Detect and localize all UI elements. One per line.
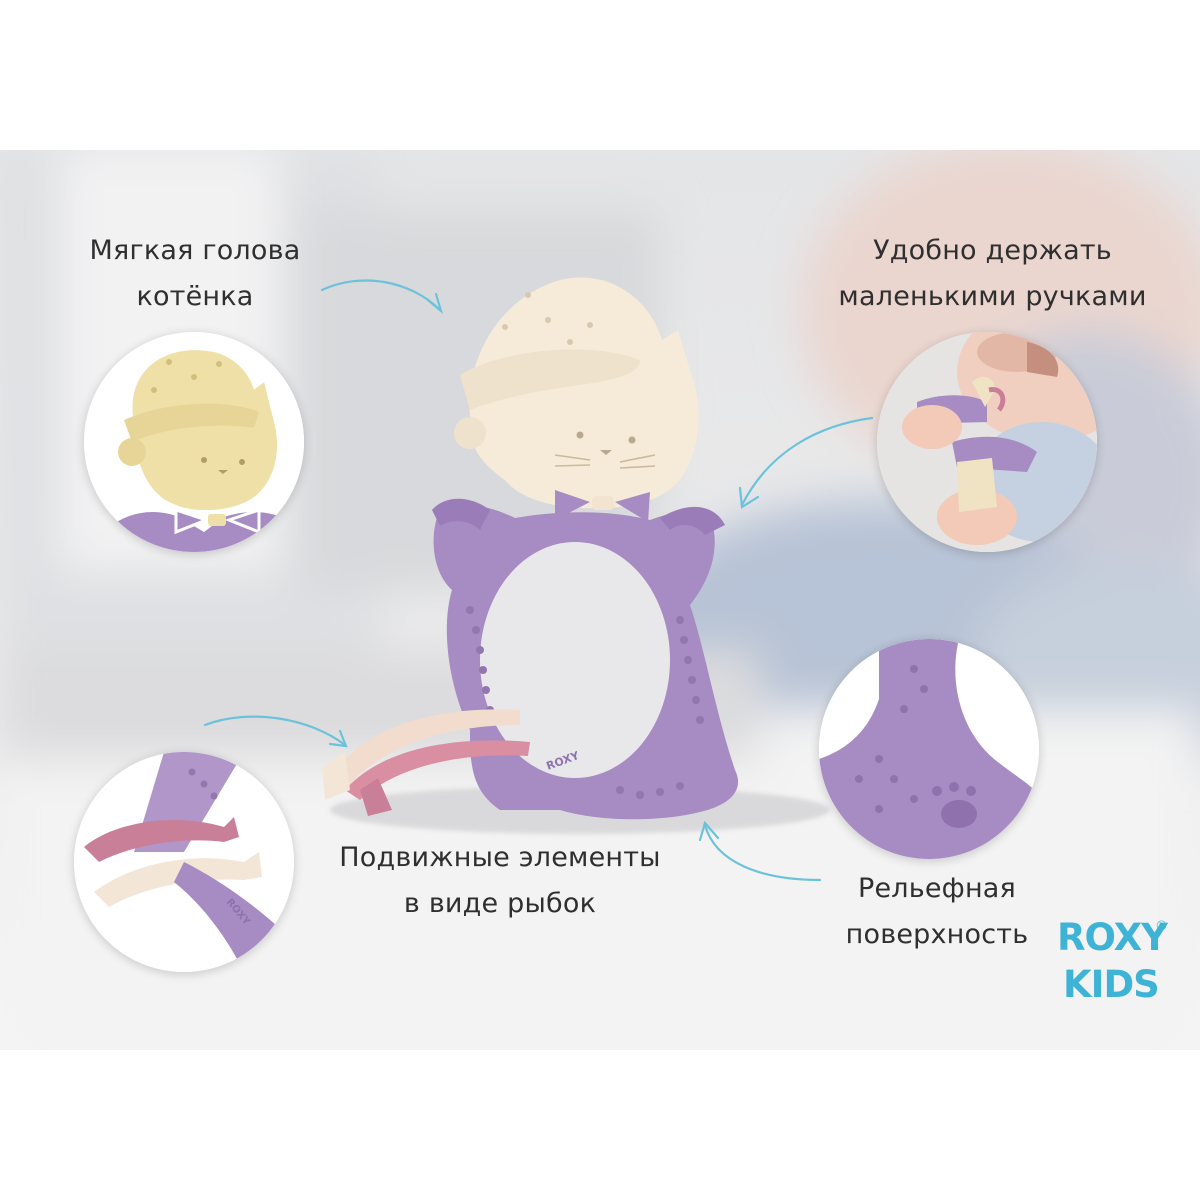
circle-kitten-head — [84, 332, 304, 552]
relief-label-line2: поверхность — [845, 919, 1029, 950]
arrow-to-head — [320, 279, 442, 312]
fish-label-line2: в виде рыбок — [403, 888, 597, 919]
roxy-kids-logo: ROXY KIDS ® — [1055, 912, 1170, 1007]
head-label-line2: котёнка — [136, 281, 254, 312]
circle-relief-surface — [819, 639, 1039, 859]
relief-label-line1: Рельефная — [858, 873, 1016, 904]
hold-label-line1: Удобно держать — [873, 235, 1112, 266]
head-label-line1: Мягкая голова — [89, 235, 301, 266]
fish-label-line1: Подвижные элементы — [339, 842, 661, 873]
logo-registered: ® — [1155, 919, 1168, 934]
fish-label: Подвижные элементы в виде рыбок — [330, 835, 670, 927]
logo-line1: ROXY — [1057, 916, 1169, 959]
arrow-to-fish — [203, 715, 347, 747]
relief-label: Рельефная поверхность — [832, 866, 1042, 958]
circle-baby-holding — [877, 332, 1097, 552]
arrow-to-handle — [740, 416, 874, 507]
logo-line2: KIDS — [1063, 963, 1159, 1006]
circle-fish-elements: ROXY — [74, 752, 294, 972]
hold-label: Удобно держать маленькими ручками — [830, 228, 1155, 320]
arrow-to-relief — [703, 823, 822, 882]
head-label: Мягкая голова котёнка — [80, 228, 310, 320]
hold-label-line2: маленькими ручками — [838, 281, 1147, 312]
